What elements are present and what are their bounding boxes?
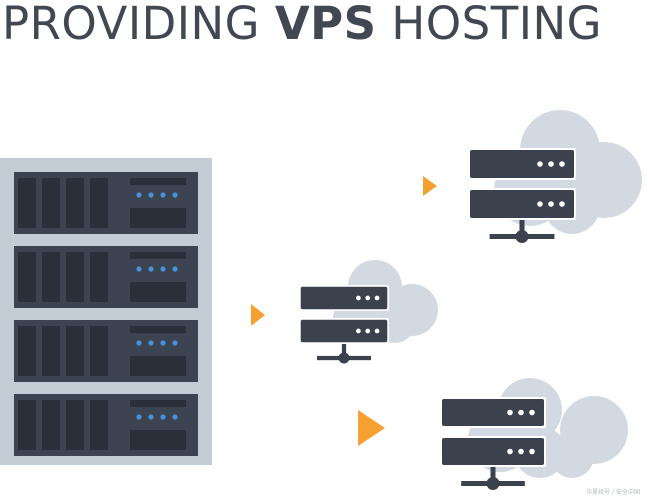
rack-unit xyxy=(14,394,198,456)
rack-led xyxy=(148,414,154,420)
rack-led xyxy=(172,340,178,346)
rack-panel xyxy=(130,356,186,376)
rack-led xyxy=(148,340,154,346)
drive-slot xyxy=(66,400,84,450)
drive-slot xyxy=(66,178,84,228)
drive-slot xyxy=(18,252,36,302)
rack-led xyxy=(160,266,166,272)
rack-led xyxy=(148,266,154,272)
server-led xyxy=(548,161,554,167)
server-led xyxy=(559,201,565,207)
rack-led xyxy=(136,266,142,272)
server-unit-icon xyxy=(468,188,576,220)
server-led xyxy=(559,161,565,167)
rack-panel xyxy=(130,208,186,228)
network-stand-icon xyxy=(489,220,555,243)
cloud-server-icon-middle xyxy=(299,260,438,364)
server-led xyxy=(365,328,371,334)
server-unit-body xyxy=(442,399,544,426)
server-unit-body xyxy=(470,190,574,218)
cloud-server-icon-bottom xyxy=(440,378,628,490)
drive-slot xyxy=(42,178,60,228)
server-led xyxy=(507,448,513,455)
rack-unit xyxy=(14,172,198,234)
rack-led xyxy=(136,192,142,198)
stand-pole xyxy=(341,344,347,356)
stand-node xyxy=(486,477,500,490)
server-unit-icon xyxy=(468,148,576,180)
server-unit-icon xyxy=(440,397,546,428)
server-rack-icon xyxy=(0,158,212,465)
server-led xyxy=(548,201,554,207)
server-led xyxy=(529,448,535,455)
server-unit-body xyxy=(442,438,544,465)
rack-led xyxy=(160,192,166,198)
server-unit-icon xyxy=(299,318,389,344)
stand-pole xyxy=(519,220,525,234)
server-unit-body xyxy=(300,286,388,310)
rack-unit xyxy=(14,246,198,308)
rack-led xyxy=(136,340,142,346)
stand-node xyxy=(338,352,350,364)
headline-part-2: HOSTING xyxy=(376,0,602,50)
server-unit-icon xyxy=(299,285,389,311)
drive-slot xyxy=(42,326,60,376)
rack-panel xyxy=(130,430,186,450)
arrow-top-icon xyxy=(423,176,437,196)
rack-led xyxy=(136,414,142,420)
drive-slot xyxy=(90,326,108,376)
drive-slot xyxy=(42,400,60,450)
cloud-server-icon-top xyxy=(468,110,642,243)
stand-node xyxy=(515,230,529,243)
rack-led xyxy=(172,192,178,198)
server-led xyxy=(365,295,371,301)
arrow-bottom-icon xyxy=(358,410,385,446)
server-led xyxy=(374,295,380,301)
server-led xyxy=(518,409,524,416)
arrow-middle-icon xyxy=(251,304,265,326)
drive-slot xyxy=(42,252,60,302)
server-led xyxy=(356,328,361,334)
rack-panel xyxy=(130,282,186,302)
rack-status-bar xyxy=(130,326,186,333)
rack-led xyxy=(148,192,154,198)
rack-led xyxy=(160,340,166,346)
server-led xyxy=(537,161,543,167)
rack-status-bar xyxy=(130,252,186,259)
rack-led xyxy=(172,414,178,420)
headline-part-1: PROVIDING xyxy=(2,0,275,50)
drive-slot xyxy=(90,178,108,228)
server-led xyxy=(507,409,513,416)
server-led xyxy=(529,409,535,416)
drive-slot xyxy=(66,326,84,376)
rack-status-bar xyxy=(130,178,186,185)
server-led xyxy=(537,201,543,207)
headline: PROVIDING VPS HOSTING xyxy=(2,0,602,52)
rack-status-bar xyxy=(130,400,186,407)
network-stand-icon xyxy=(461,467,525,490)
drive-slot xyxy=(90,400,108,450)
server-unit-body xyxy=(300,319,388,343)
network-stand-icon xyxy=(317,344,371,364)
watermark: 华夏经号 / 安全中国 xyxy=(586,489,640,496)
stand-pole xyxy=(490,467,496,481)
rack-led xyxy=(160,414,166,420)
headline-bold: VPS xyxy=(274,0,377,50)
rack-led xyxy=(172,266,178,272)
drive-slot xyxy=(18,178,36,228)
server-unit-icon xyxy=(440,436,546,467)
server-unit-body xyxy=(470,150,574,178)
drive-slot xyxy=(90,252,108,302)
drive-slot xyxy=(18,400,36,450)
server-led xyxy=(518,448,524,455)
rack-unit xyxy=(14,320,198,382)
drive-slot xyxy=(66,252,84,302)
server-led xyxy=(356,295,361,301)
server-led xyxy=(374,328,380,334)
drive-slot xyxy=(18,326,36,376)
